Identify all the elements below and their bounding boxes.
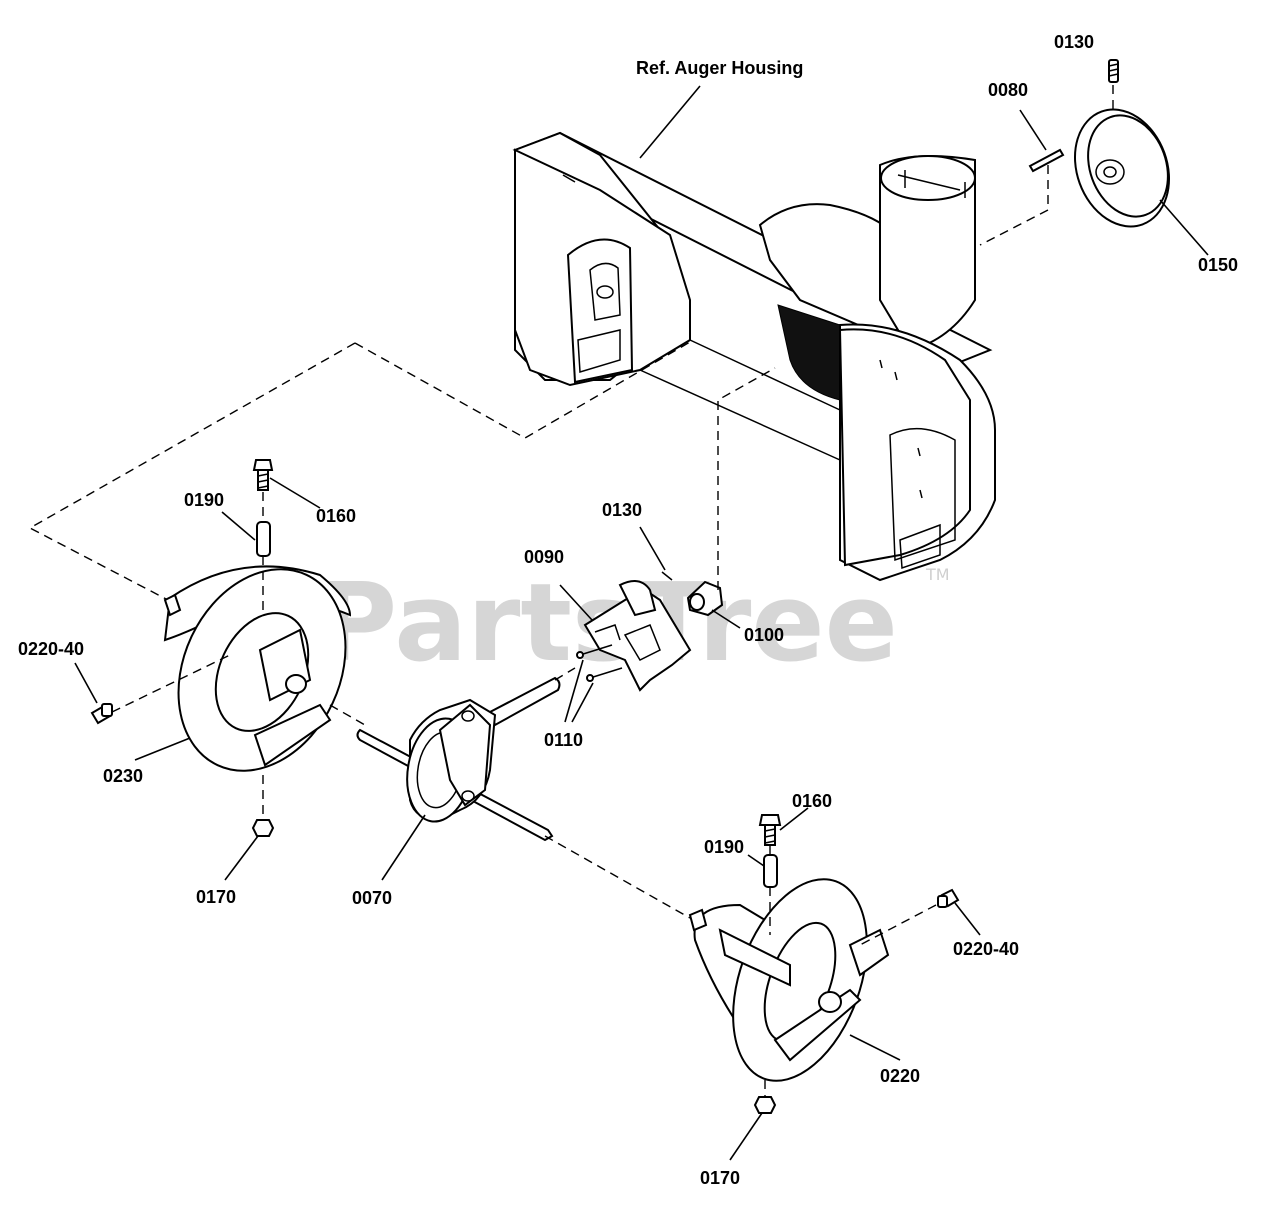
dash-line-bracket-shaft	[554, 667, 576, 681]
leader-0190-right	[747, 854, 765, 867]
leader-0100	[711, 609, 741, 629]
dash-line-right-shaft	[544, 835, 691, 919]
bolts-0110[interactable]	[576, 644, 623, 682]
leader-0170-left	[224, 835, 259, 881]
gearbox-0070[interactable]	[356, 676, 561, 842]
bearing-flange-0100[interactable]	[686, 580, 724, 617]
leader-0220-40-left	[74, 662, 98, 704]
label-0160-right: 0160	[792, 791, 832, 811]
leader-0220	[849, 1034, 901, 1061]
leader-0080	[1019, 109, 1047, 151]
leader-0110-a	[564, 659, 584, 723]
label-0230: 0230	[103, 766, 143, 786]
leader-0220-40-right	[954, 902, 981, 936]
label-0220-40-left: 0220-40	[18, 639, 84, 659]
key-0080[interactable]	[1028, 148, 1065, 173]
label-0220-40-right: 0220-40	[953, 939, 1019, 959]
label-0190-right: 0190	[704, 837, 744, 857]
dash-line-0220-40-left	[111, 654, 231, 713]
reference-leader	[639, 85, 701, 159]
label-0220: 0220	[880, 1066, 920, 1086]
screw-0130-mid[interactable]	[661, 571, 673, 581]
leader-0070	[381, 814, 426, 881]
dash-line-left-shaft	[329, 704, 366, 726]
label-0150: 0150	[1198, 255, 1238, 275]
spacer-0190-left[interactable]	[256, 521, 271, 557]
auger-0230[interactable]	[147, 542, 377, 798]
label-0130-mid: 0130	[602, 500, 642, 520]
label-0170-bottom: 0170	[700, 1168, 740, 1188]
leader-0230	[134, 737, 191, 761]
auger-0220[interactable]	[688, 861, 892, 1099]
spacer-0190-right[interactable]	[763, 854, 778, 888]
watermark-trademark: TM	[925, 565, 950, 584]
fitting-0220-40-right[interactable]	[937, 888, 960, 908]
auger-housing[interactable]	[512, 131, 996, 582]
dash-line-right-bearing	[717, 367, 776, 590]
leader-0150	[1159, 199, 1209, 256]
label-0090: 0090	[524, 547, 564, 567]
reference-label: Ref. Auger Housing	[636, 58, 803, 78]
dash-line-left-auger-shaft	[28, 342, 356, 601]
nut-0170-left[interactable]	[251, 819, 275, 837]
leader-0160-left	[269, 477, 321, 509]
label-0160-left: 0160	[316, 506, 356, 526]
bolt-0160-left[interactable]	[252, 459, 274, 491]
set-screw-0130-top[interactable]	[1108, 59, 1119, 83]
fitting-0220-40-left[interactable]	[90, 703, 113, 725]
leader-0190-left	[221, 511, 256, 541]
leader-0160-right	[779, 807, 809, 831]
dash-line-pulley-shaft	[979, 165, 1049, 246]
leader-0170-bottom	[729, 1112, 763, 1161]
bolt-0160-right[interactable]	[758, 814, 782, 846]
label-0100: 0100	[744, 625, 784, 645]
pulley-0150[interactable]	[1059, 96, 1185, 240]
bracket-0090[interactable]	[583, 580, 692, 692]
label-0070: 0070	[352, 888, 392, 908]
label-0190-left: 0190	[184, 490, 224, 510]
nut-0170-bottom[interactable]	[753, 1096, 777, 1114]
leader-0130-mid	[639, 526, 666, 571]
leader-0110-b	[571, 682, 594, 723]
label-0080: 0080	[988, 80, 1028, 100]
leader-0090	[559, 584, 593, 621]
label-0110: 0110	[544, 730, 583, 750]
label-0130-top: 0130	[1054, 32, 1094, 52]
label-0170-left: 0170	[196, 887, 236, 907]
dash-line-left-bearing	[354, 341, 691, 439]
